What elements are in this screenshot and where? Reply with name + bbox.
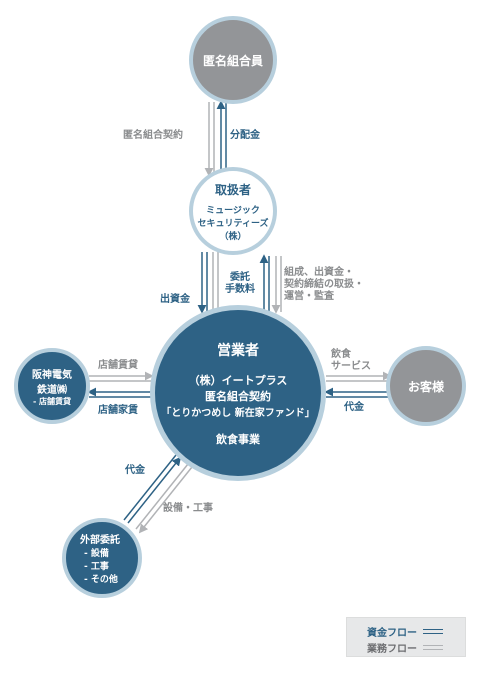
landlord-line1: 阪神電気 bbox=[32, 369, 72, 381]
rent-label: 店舗家賃 bbox=[98, 405, 138, 416]
commission-label: 委託 手数料 bbox=[225, 272, 255, 296]
landlord-node: 阪神電気 鉄道㈱ - 店舗賃貸 bbox=[14, 348, 90, 424]
customers-node: お客様 bbox=[386, 346, 466, 426]
food-line1: 飲食 bbox=[331, 349, 351, 360]
handler-node: 取扱者 ミュージック セキュリティーズ （株） bbox=[189, 167, 277, 255]
handler-line2: セキュリティーズ bbox=[197, 218, 269, 229]
contractor-title: 外部委託 bbox=[80, 535, 120, 546]
investment-label: 出資金 bbox=[160, 294, 190, 305]
investors-label: 匿名組合員 bbox=[202, 53, 263, 68]
investors-node: 匿名組合員 bbox=[189, 16, 277, 104]
landlord-line2: 鉄道㈱ bbox=[37, 384, 67, 396]
legend-business-flow: 業務フロー bbox=[367, 640, 443, 655]
handler-line3: （株） bbox=[219, 231, 247, 242]
customers-label: お客様 bbox=[407, 379, 444, 394]
food-line2: サービス bbox=[331, 361, 371, 372]
food-service-label: 飲食 サービス bbox=[331, 349, 371, 373]
landlord-line3: - 店舗賃貸 bbox=[32, 396, 72, 406]
commission-line1: 委託 bbox=[230, 272, 250, 283]
legend-business-flow-line bbox=[423, 645, 443, 650]
lease-label: 店舗賃貸 bbox=[98, 360, 138, 371]
legend-money-flow: 資金フロー bbox=[367, 624, 443, 639]
flow-landlord-operator bbox=[87, 371, 154, 398]
contractor-item2: - 工事 bbox=[84, 562, 109, 572]
legend-business-flow-label: 業務フロー bbox=[367, 644, 417, 655]
dividend-label: 分配金 bbox=[230, 130, 260, 141]
handler-title: 取扱者 bbox=[214, 182, 251, 197]
contractor-node: 外部委託 - 設備 - 工事 - その他 bbox=[62, 518, 142, 598]
legend-money-flow-line bbox=[423, 629, 443, 634]
operator-line4: 飲食事業 bbox=[216, 432, 260, 446]
services-line3: 運営・監査 bbox=[284, 291, 334, 302]
flow-handler-operator bbox=[197, 252, 282, 314]
legend-money-flow-label: 資金フロー bbox=[367, 628, 417, 639]
operator-line3: 「とりかつめし 新在家ファンド」 bbox=[161, 407, 315, 419]
services-line2: 契約締結の取扱・ bbox=[284, 279, 364, 290]
contractor-item1: - 設備 bbox=[84, 549, 109, 559]
commission-line2: 手数料 bbox=[225, 284, 255, 295]
operator-line2: 匿名組合契約 bbox=[205, 389, 271, 403]
contract-label: 匿名組合契約 bbox=[123, 130, 183, 141]
contractor-item3: - その他 bbox=[84, 575, 118, 585]
operator-node: 営業者 （株）イートプラス 匿名組合契約 「とりかつめし 新在家ファンド」 飲食… bbox=[150, 305, 326, 481]
construction-label: 設備・工事 bbox=[163, 503, 213, 514]
services-label: 組成、出資金・ 契約締結の取扱・ 運営・監査 bbox=[284, 267, 364, 303]
flow-operator-contractor bbox=[123, 454, 193, 534]
legend: 資金フロー 業務フロー bbox=[346, 617, 466, 657]
payment-customer-label: 代金 bbox=[344, 402, 364, 413]
operator-line1: （株）イートプラス bbox=[188, 373, 288, 387]
services-line1: 組成、出資金・ bbox=[284, 267, 354, 278]
flow-investors-handler bbox=[204, 100, 227, 177]
payment-contractor-label: 代金 bbox=[125, 465, 145, 476]
flow-operator-customers bbox=[324, 371, 392, 398]
operator-title: 営業者 bbox=[217, 342, 259, 359]
handler-line1: ミュージック bbox=[206, 205, 260, 216]
